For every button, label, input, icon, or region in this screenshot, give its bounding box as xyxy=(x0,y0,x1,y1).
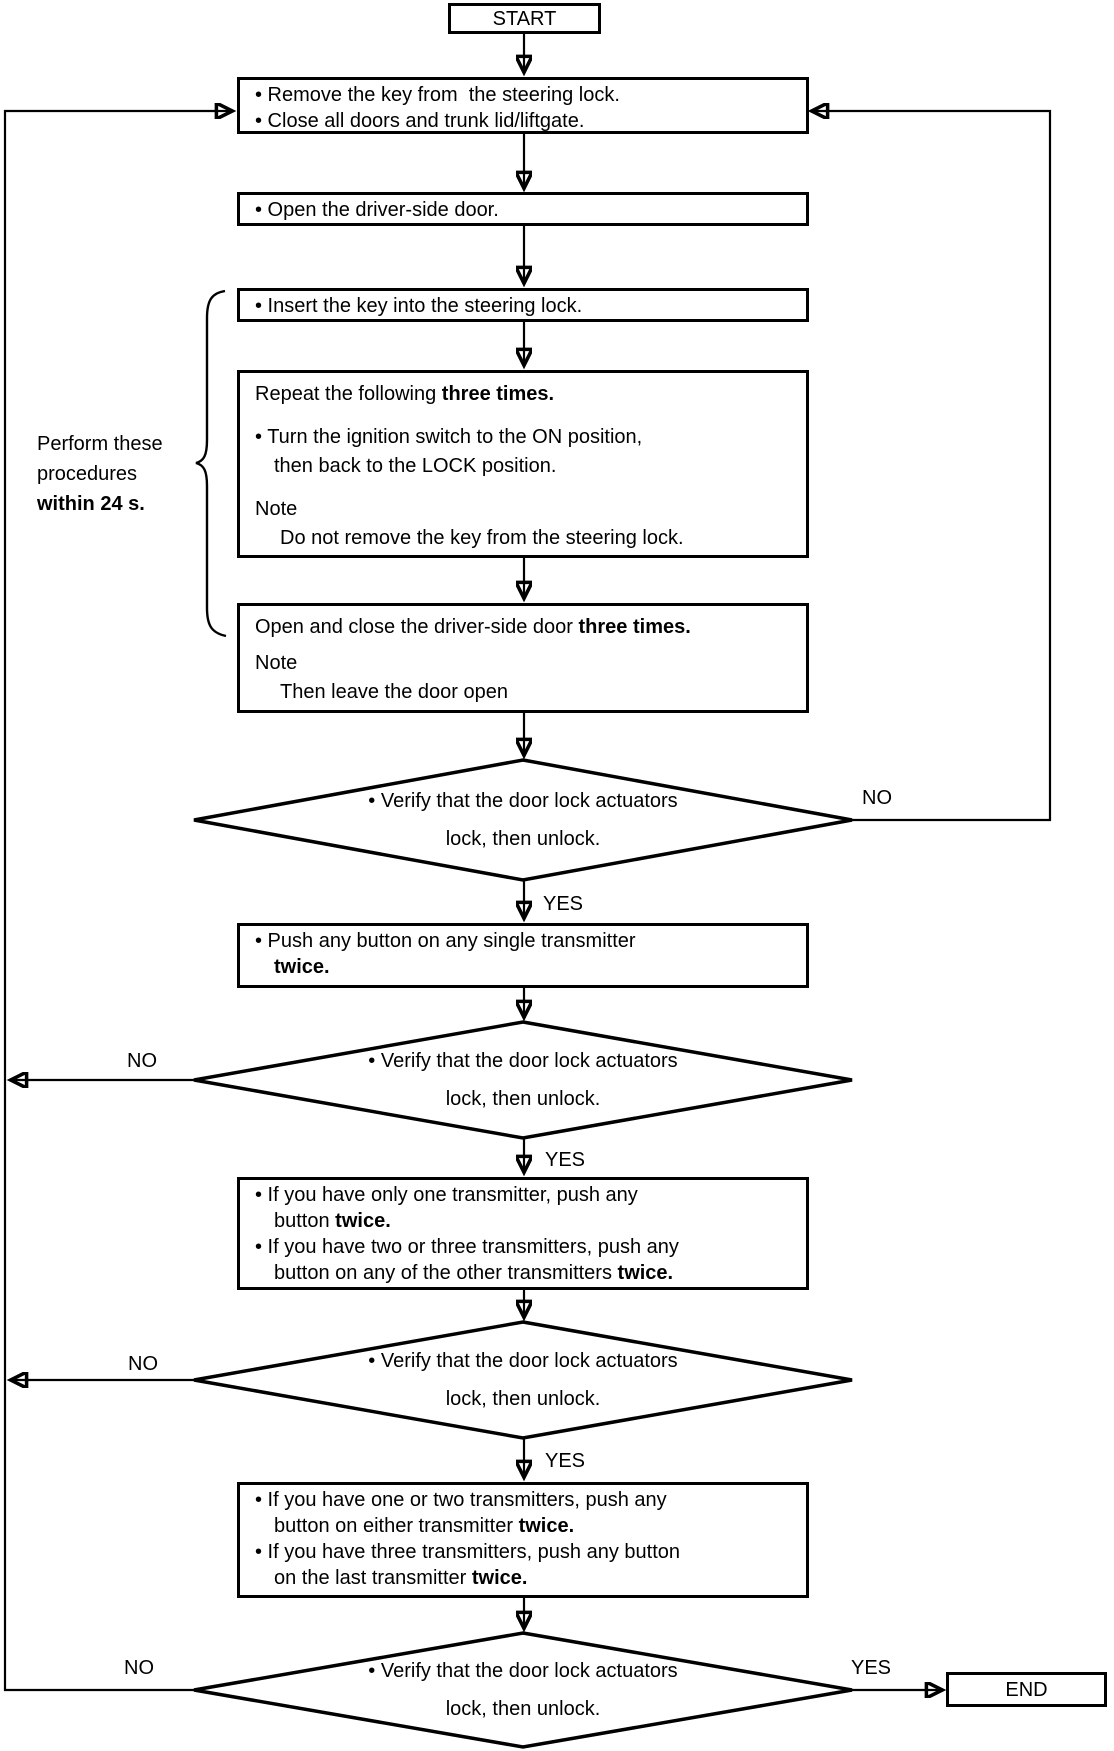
decision-line1: • Verify that the door lock actuators xyxy=(368,1050,678,1072)
yes-label-4: YES xyxy=(851,1657,892,1679)
yes-label-1: YES xyxy=(543,893,584,915)
decision-line1: • Verify that the door lock actuators xyxy=(368,790,678,812)
start-label: START xyxy=(492,7,557,30)
process-open-door: • Open the driver-side door. xyxy=(237,192,809,226)
decision-text-3: • Verify that the door lock actuators lo… xyxy=(214,1338,832,1422)
decision-line2: lock, then unlock. xyxy=(445,1088,601,1110)
yes-label-2: YES xyxy=(545,1149,586,1171)
process-push-button: • Push any button on any single transmit… xyxy=(237,923,809,988)
no-feedback-left-line xyxy=(3,111,230,1692)
no-label-4: NO xyxy=(124,1657,154,1679)
decision-text-4: • Verify that the door lock actuators lo… xyxy=(214,1648,832,1732)
process-remove-key: • Remove the key from the steering lock.… xyxy=(237,77,809,134)
decision-text-1: • Verify that the door lock actuators lo… xyxy=(214,778,832,862)
start-node: START xyxy=(448,3,601,34)
decision-diamond-4 xyxy=(193,1631,853,1749)
decision-line2: lock, then unlock. xyxy=(445,828,601,850)
process-one-transmitter: • If you have only one transmitter, push… xyxy=(237,1177,809,1290)
process-repeat-ignition: Repeat the following three times.• Turn … xyxy=(237,370,809,558)
no-label-2: NO xyxy=(127,1050,157,1072)
process-last-transmitter: • If you have one or two transmitters, p… xyxy=(237,1482,809,1598)
process-insert-key: • Insert the key into the steering lock. xyxy=(237,288,809,322)
decision-line1: • Verify that the door lock actuators xyxy=(368,1350,678,1372)
no-feedback-right-line xyxy=(814,111,1052,822)
end-node: END xyxy=(946,1672,1107,1707)
process-open-close-door: Open and close the driver-side door thre… xyxy=(237,603,809,713)
brace-bracket xyxy=(195,289,227,638)
decision-line2: lock, then unlock. xyxy=(445,1698,601,1720)
decision-line1: • Verify that the door lock actuators xyxy=(368,1660,678,1682)
end-label: END xyxy=(1005,1678,1048,1701)
decision-text-2: • Verify that the door lock actuators lo… xyxy=(214,1038,832,1122)
decision-line2: lock, then unlock. xyxy=(445,1388,601,1410)
no-label-1: NO xyxy=(862,787,892,809)
no-label-3: NO xyxy=(128,1353,158,1375)
yes-label-3: YES xyxy=(545,1450,586,1472)
